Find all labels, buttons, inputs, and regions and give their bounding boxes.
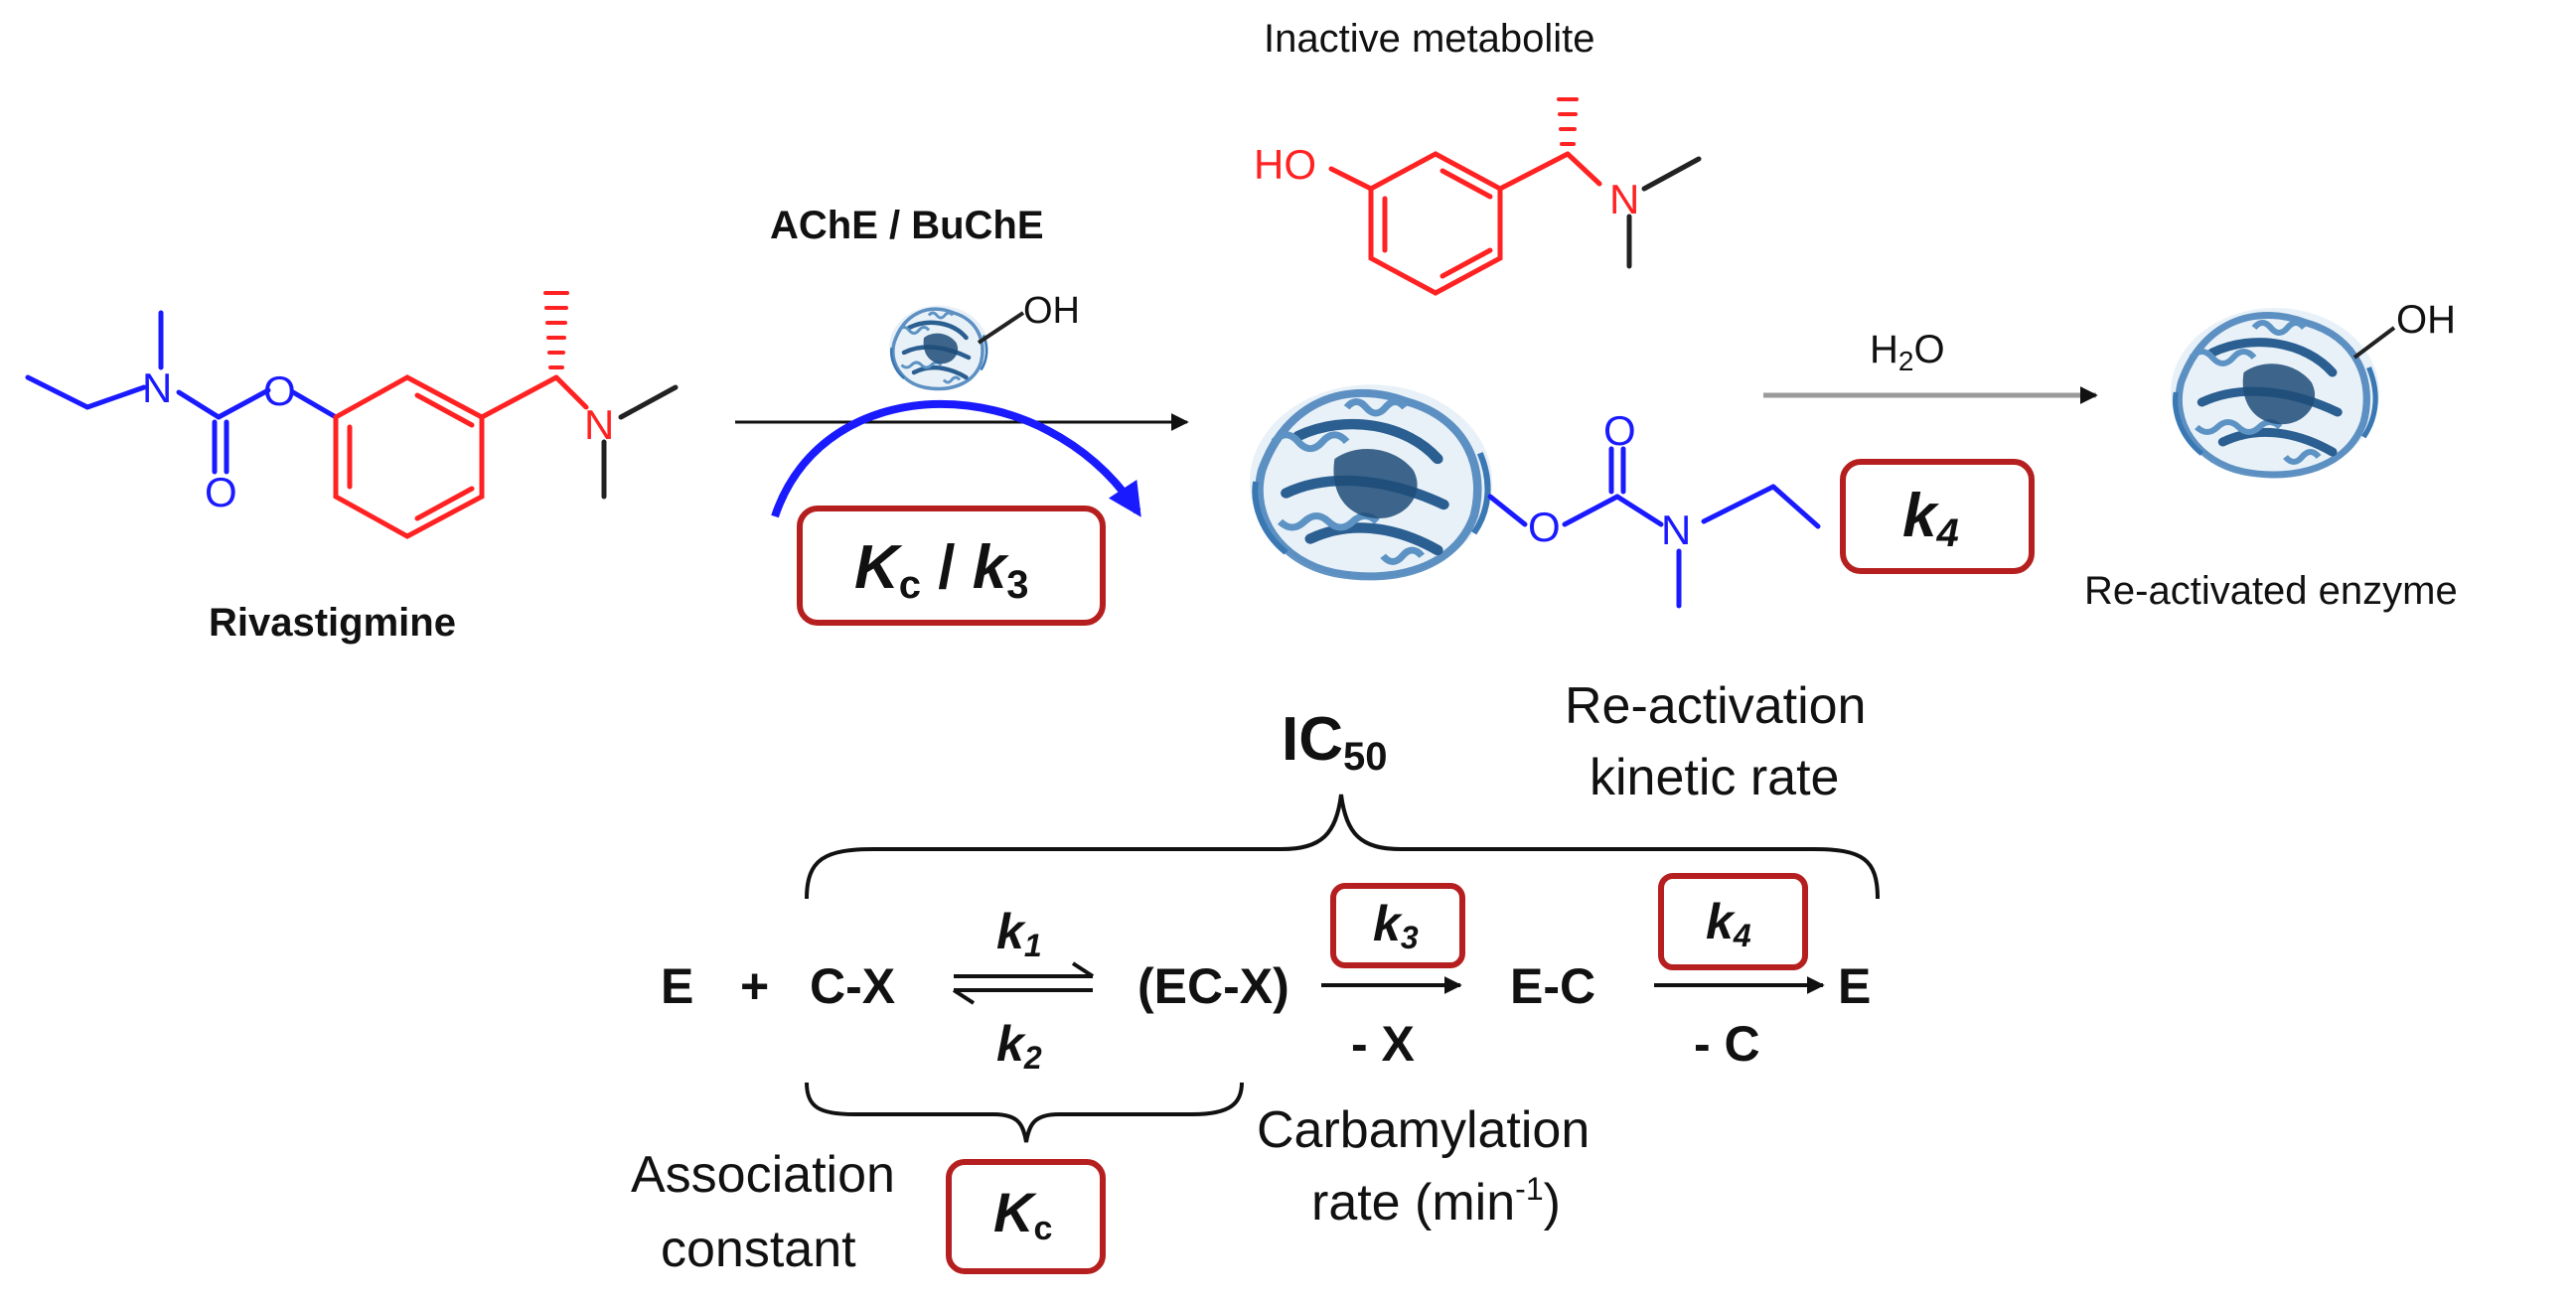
species-e-2: E <box>1838 958 1871 1014</box>
metabolite-n-label: N <box>1609 176 1639 222</box>
rivastigmine-n-amine-label: N <box>584 401 614 448</box>
k4-scheme-k: k <box>1706 894 1736 949</box>
k1-k: k <box>996 904 1026 959</box>
rivastigmine-n-label: N <box>142 364 172 411</box>
ic50-brace <box>805 794 1880 900</box>
ic50-sub: 50 <box>1343 735 1388 779</box>
water-sub: 2 <box>1898 346 1914 376</box>
association-label-2: constant <box>661 1221 856 1278</box>
species-e-1: E <box>661 958 693 1014</box>
k2-sub: 2 <box>1023 1040 1042 1076</box>
species-ecx: (EC-X) <box>1137 958 1289 1014</box>
species-cx: C-X <box>810 958 895 1014</box>
rivastigmine-label: Rivastigmine <box>209 601 456 645</box>
kc-k3-box <box>797 506 1106 626</box>
kc-scheme-k: K <box>993 1181 1037 1243</box>
carbamyl-o-carbonyl-label: O <box>1603 407 1636 454</box>
minus-c-label: - C <box>1694 1016 1760 1072</box>
k2-label: k2 <box>996 1016 1042 1076</box>
carbamylation-rate-label-1: Carbamylation <box>1257 1101 1590 1159</box>
k1-label: k1 <box>996 904 1042 963</box>
k3-scheme-sub: 3 <box>1401 920 1419 955</box>
reactivated-enzyme-icon <box>2171 308 2379 477</box>
water-o: O <box>1913 328 1944 371</box>
reactivation-rate-label-1: Re-activation <box>1565 677 1866 735</box>
carbamyl-n-label: N <box>1661 507 1691 553</box>
k2-k: k <box>996 1016 1026 1072</box>
carbamylation-rate-sup: -1 <box>1515 1171 1543 1207</box>
reactivated-oh-bond <box>2352 326 2396 360</box>
k3-scheme-label: k3 <box>1373 896 1419 955</box>
k3-sub-label: 3 <box>1006 563 1028 607</box>
k3-scheme-k: k <box>1373 896 1403 951</box>
carbamylated-enzyme-icon <box>1250 384 1492 579</box>
carbamyl-o-ester-label: O <box>1528 504 1561 550</box>
rivastigmine-structure <box>25 291 679 539</box>
k4-scheme-label: k4 <box>1706 894 1751 953</box>
ic50-main: IC <box>1282 705 1343 774</box>
k4-box-scheme <box>1658 873 1808 970</box>
inactive-metabolite-label: Inactive metabolite <box>1264 17 1595 61</box>
kc-brace <box>805 1082 1244 1143</box>
k4-box-top <box>1840 459 2035 574</box>
minus-x-label: - X <box>1351 1016 1415 1072</box>
association-label-1: Association <box>631 1146 895 1204</box>
reactivated-enzyme-label: Re-activated enzyme <box>2084 569 2458 613</box>
k4-top-sub-label: 4 <box>1935 511 1958 555</box>
kc-scheme-sub: c <box>1033 1210 1052 1247</box>
water-label: H2O <box>1870 328 1945 376</box>
carbamylation-rate-close: ) <box>1544 1174 1561 1232</box>
carbamyl-group-structure <box>1487 446 1821 609</box>
kc-sub-label: c <box>899 563 921 607</box>
k1-sub: 1 <box>1024 928 1042 963</box>
k4-box-top-text: k4 <box>1902 482 1959 555</box>
reactivation-rate-label-2: kinetic rate <box>1590 749 1839 806</box>
carbamylation-rate-text: rate (min <box>1311 1174 1515 1232</box>
kc-k-label: K <box>854 533 903 602</box>
k4-top-k-label: k <box>1902 482 1940 550</box>
k4-scheme-sub: 4 <box>1733 918 1751 953</box>
metabolite-ho-label: HO <box>1254 141 1316 188</box>
small-enzyme-icon <box>889 306 988 390</box>
equilibrium-arrows <box>952 961 1095 1005</box>
species-plus: + <box>740 958 769 1014</box>
kc-box-scheme <box>946 1159 1106 1274</box>
k3-box-scheme <box>1330 883 1465 968</box>
small-enzyme-oh-bond <box>977 311 1025 345</box>
species-ec: E-C <box>1510 958 1595 1014</box>
rivastigmine-o-ester-label: O <box>263 367 296 414</box>
ache-buche-label: AChE / BuChE <box>770 204 1044 247</box>
inactive-metabolite-structure <box>1328 97 1702 296</box>
kc-slash-label: / <box>921 533 973 602</box>
small-enzyme-oh-label: OH <box>1023 290 1080 332</box>
carbamylation-rate-label-2: rate (min-1) <box>1311 1171 1561 1232</box>
water-h: H <box>1870 328 1898 371</box>
reactivated-oh-label: OH <box>2396 298 2456 342</box>
rivastigmine-o-carbonyl-label: O <box>205 469 237 515</box>
ic50-label: IC50 <box>1282 705 1388 779</box>
kc-k3-box-text: Kc / k3 <box>854 533 1028 607</box>
k3-k-label: k <box>973 533 1010 602</box>
kc-scheme-label: Kc <box>993 1181 1052 1247</box>
blue-curved-arrow <box>771 399 1141 518</box>
